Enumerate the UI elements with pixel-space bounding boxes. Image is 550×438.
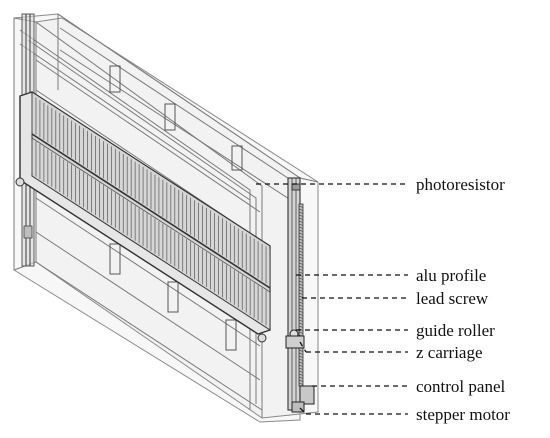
callout-labels: photoresistor alu profile lead screw gui… — [416, 175, 510, 424]
label-alu-profile: alu profile — [416, 266, 486, 285]
label-control-panel: control panel — [416, 377, 505, 396]
screw-thread — [298, 301, 304, 304]
screw-thread — [298, 316, 304, 319]
screw-thread — [298, 295, 304, 298]
leader-z-carriage — [299, 341, 307, 353]
screw-thread — [298, 376, 304, 379]
screw-thread — [298, 298, 304, 301]
screw-thread — [298, 352, 304, 355]
screw-thread — [298, 364, 304, 367]
label-lead-screw: lead screw — [416, 289, 489, 308]
screw-thread — [298, 268, 304, 271]
screw-thread — [298, 322, 304, 325]
screw-thread — [298, 205, 304, 208]
z-carriage-part — [285, 335, 305, 349]
screw-thread — [298, 244, 304, 247]
photoresistor-part — [291, 183, 301, 191]
screw-thread — [298, 370, 304, 373]
screw-thread — [298, 208, 304, 211]
screw-thread — [298, 241, 304, 244]
screw-thread — [298, 355, 304, 358]
screw-thread — [298, 286, 304, 289]
screw-thread — [298, 214, 304, 217]
leader-stepper-motor — [299, 407, 307, 415]
rail-brackets — [109, 65, 243, 351]
screw-thread — [298, 256, 304, 259]
screw-thread — [298, 226, 304, 229]
screw-thread — [298, 367, 304, 370]
screw-thread — [298, 361, 304, 364]
screw-thread — [298, 217, 304, 220]
screw-thread — [298, 229, 304, 232]
screw-thread — [298, 238, 304, 241]
screw-thread — [298, 259, 304, 262]
screw-thread — [298, 232, 304, 235]
screw-thread — [298, 319, 304, 322]
screw-thread — [298, 271, 304, 274]
screw-thread — [298, 223, 304, 226]
control-panel-part — [299, 385, 315, 405]
leader-lines — [256, 183, 408, 415]
screw-thread — [298, 289, 304, 292]
screw-thread — [298, 331, 304, 334]
screw-thread — [298, 313, 304, 316]
lead-screw — [298, 203, 304, 387]
screw-thread — [298, 349, 304, 352]
screw-thread — [298, 382, 304, 385]
screw-thread — [298, 292, 304, 295]
screw-thread — [298, 211, 304, 214]
screw-thread — [298, 310, 304, 313]
screw-thread — [298, 235, 304, 238]
alu-profile — [287, 177, 301, 411]
screw-thread — [298, 253, 304, 256]
screw-thread — [298, 220, 304, 223]
screw-thread — [298, 283, 304, 286]
screw-thread — [298, 307, 304, 310]
screw-thread — [298, 280, 304, 283]
label-guide-roller: guide roller — [416, 321, 495, 340]
solar-panel — [15, 91, 271, 343]
label-photoresistor: photoresistor — [416, 175, 505, 194]
screw-thread — [298, 379, 304, 382]
screw-thread — [298, 325, 304, 328]
screw-thread — [298, 265, 304, 268]
screw-thread — [298, 262, 304, 265]
screw-thread — [298, 247, 304, 250]
screw-thread — [298, 358, 304, 361]
screw-thread — [298, 277, 304, 280]
screw-thread — [298, 373, 304, 376]
label-z-carriage: z carriage — [416, 343, 483, 362]
screw-thread — [298, 304, 304, 307]
label-stepper-motor: stepper motor — [416, 405, 510, 424]
left-profile — [21, 13, 35, 267]
stepper-motor-part — [291, 401, 305, 413]
screw-thread — [298, 250, 304, 253]
